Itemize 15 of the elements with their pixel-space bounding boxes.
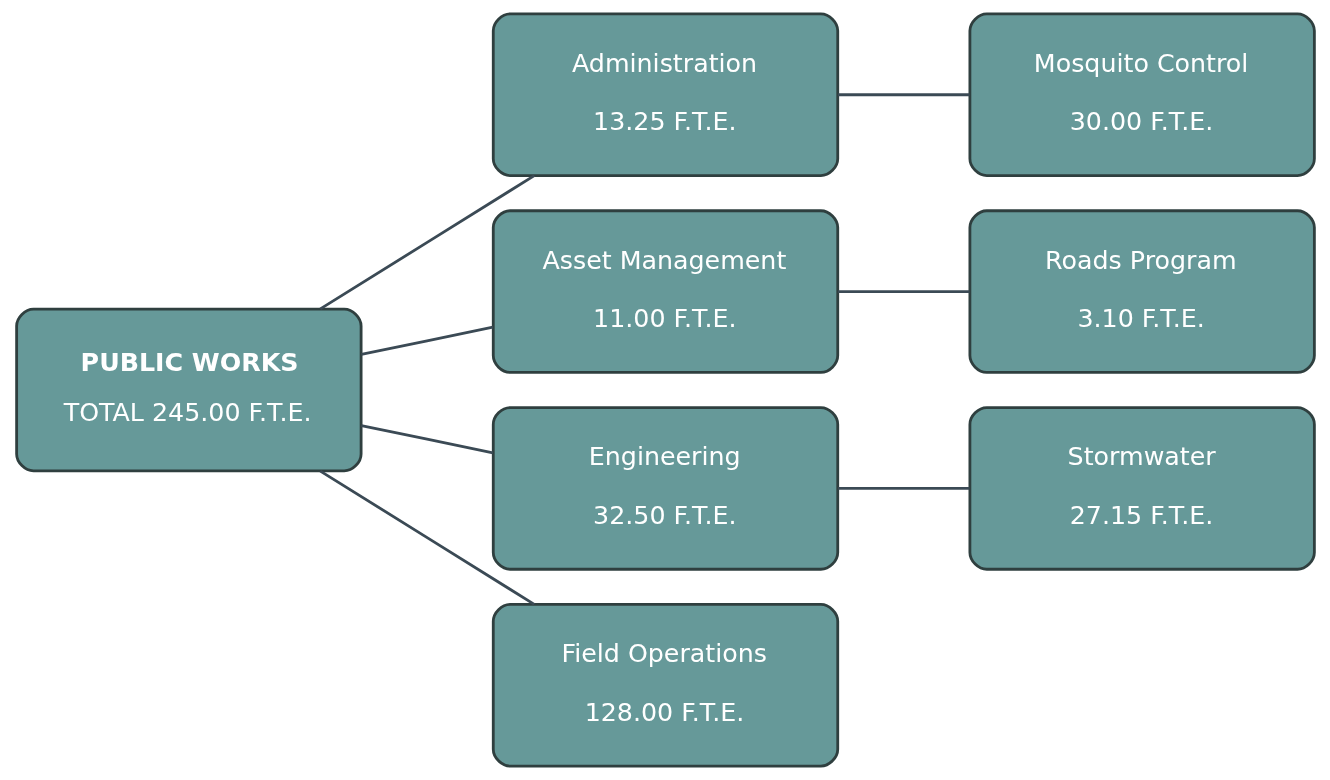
node-box: Stormwater 27.15 F.T.E. xyxy=(968,406,1316,571)
node-box: Field Operations 128.00 F.T.E. xyxy=(491,603,839,768)
node-box: Engineering 32.50 F.T.E. xyxy=(491,406,839,571)
node-box: Administration 13.25 F.T.E. xyxy=(491,12,839,177)
connector xyxy=(319,469,535,606)
node-box: PUBLIC WORKS TOTAL 245.00 F.T.E. xyxy=(14,307,362,473)
node-box: Mosquito Control 30.00 F.T.E. xyxy=(968,12,1316,177)
connector xyxy=(837,290,969,293)
node-box: Asset Management 11.00 F.T.E. xyxy=(491,209,839,374)
connector xyxy=(360,325,493,356)
connector xyxy=(360,424,493,455)
connector xyxy=(319,174,535,311)
node-box: Roads Program 3.10 F.T.E. xyxy=(968,209,1316,374)
connector xyxy=(837,487,969,490)
connector xyxy=(837,93,969,97)
